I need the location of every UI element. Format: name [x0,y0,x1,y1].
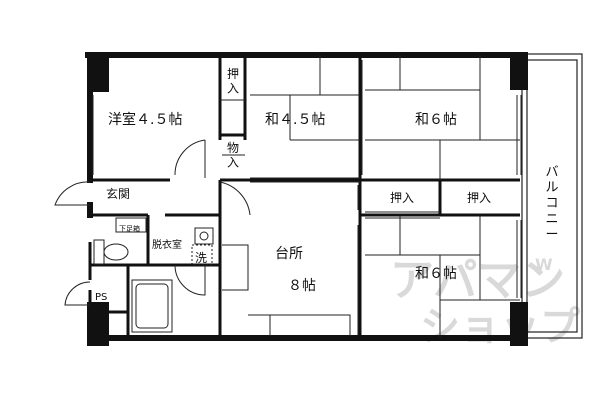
storage-label-storeroom: 物入 [227,141,239,169]
storage-label-closet-a: 押入 [227,67,239,95]
watermark-line2: ショップ [420,304,580,350]
shoe-box-label: 下足箱 [119,224,140,233]
washer-label: 洗 [195,251,207,265]
toilet [93,239,129,265]
bathtub [131,279,173,333]
room-label-japanese-45: 和４.５帖 [265,112,325,128]
door-swings [54,139,251,306]
watermark: アパマン ショップ W [390,255,580,350]
room-label-entrance: 玄関 [106,186,130,201]
ps-label: PS [95,292,107,303]
washer-icon [191,227,214,266]
labels: 洋室４.５帖 和４.５帖 和６帖 和６帖 台所 ８帖 玄関 脱衣室 押入 押入 … [95,111,491,303]
room-label-japanese-6-upper: 和６帖 [415,112,457,128]
room-label-kitchen-size: ８帖 [288,278,316,294]
shoe-box [115,217,147,233]
room-label-dressing: 脱衣室 [152,238,182,251]
watermark-line1: アパマン [390,255,565,306]
balcony-label: バルコニー [545,165,558,242]
watermark-small: W [535,255,553,274]
room-label-western: 洋室４.５帖 [108,111,182,128]
room-label-japanese-6-lower: 和６帖 [415,266,457,282]
storage-label-closet-b: 押入 [390,191,414,205]
storage-label-closet-c: 押入 [467,191,491,205]
detail-lines [92,55,522,338]
room-label-kitchen: 台所 [275,246,303,262]
balcony [521,53,583,339]
vertical-labels: 押入 物入 バルコニー [227,67,559,242]
interior-walls [88,55,520,338]
